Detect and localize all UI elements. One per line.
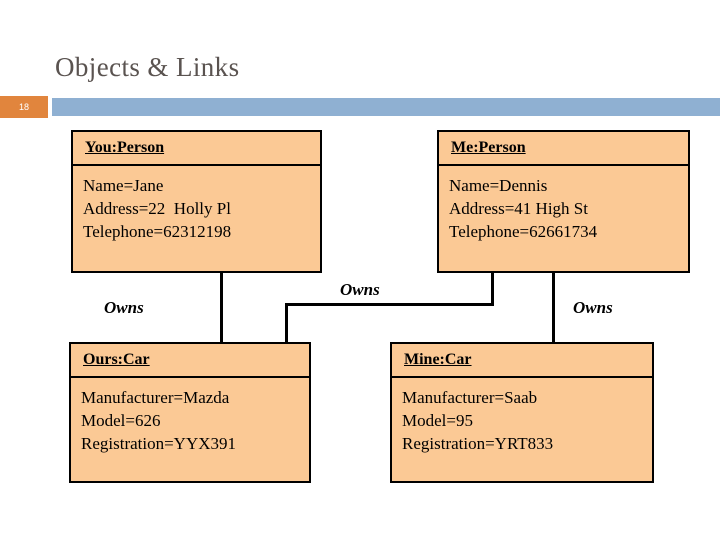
link-line-me-ours-vertical-upper [491,273,494,306]
slide-number-badge: 18 [0,96,48,118]
attribute-line: Manufacturer=Mazda [81,388,230,407]
attribute-line: Registration=YRT833 [402,434,554,453]
object-attributes-mine-car: Manufacturer=Saab Model=95 Registration=… [392,378,652,455]
link-line-me-mine [552,273,555,343]
link-label-you-ours: Owns [104,298,144,317]
attribute-line: Model=626 [81,411,161,430]
object-attributes-you-person: Name=Jane Address=22 Holly Pl Telephone=… [73,166,320,243]
attribute-line: Name=Jane [83,176,164,195]
page-title: Objects & Links [55,52,240,82]
link-label-me-ours: Owns [340,280,380,299]
object-header-you-person: You:Person [73,132,320,166]
object-attributes-me-person: Name=Dennis Address=41 High St Telephone… [439,166,688,243]
object-box-you-person[interactable]: You:Person Name=Jane Address=22 Holly Pl… [71,130,322,273]
object-title-you-person: You:Person [85,139,165,156]
object-title-mine-car: Mine:Car [404,351,472,368]
attribute-line: Address=22 Holly Pl [83,199,231,218]
object-header-ours-car: Ours:Car [71,344,309,378]
link-line-me-ours-horizontal [285,303,494,306]
object-box-mine-car[interactable]: Mine:Car Manufacturer=Saab Model=95 Regi… [390,342,654,483]
object-box-ours-car[interactable]: Ours:Car Manufacturer=Mazda Model=626 Re… [69,342,311,483]
object-title-me-person: Me:Person [451,139,526,156]
object-attributes-ours-car: Manufacturer=Mazda Model=626 Registratio… [71,378,309,455]
attribute-line: Model=95 [402,411,473,430]
link-label-me-mine: Owns [573,298,613,317]
attribute-line: Registration=YYX391 [81,434,237,453]
link-line-me-ours-vertical-lower [285,303,288,343]
object-title-ours-car: Ours:Car [83,351,150,368]
object-header-me-person: Me:Person [439,132,688,166]
header-divider-bar [52,98,720,116]
attribute-line: Manufacturer=Saab [402,388,538,407]
object-box-me-person[interactable]: Me:Person Name=Dennis Address=41 High St… [437,130,690,273]
attribute-line: Telephone=62312198 [83,222,232,241]
attribute-line: Address=41 High St [449,199,588,218]
object-header-mine-car: Mine:Car [392,344,652,378]
link-line-you-ours [220,273,223,343]
attribute-line: Telephone=62661734 [449,222,598,241]
attribute-line: Name=Dennis [449,176,548,195]
